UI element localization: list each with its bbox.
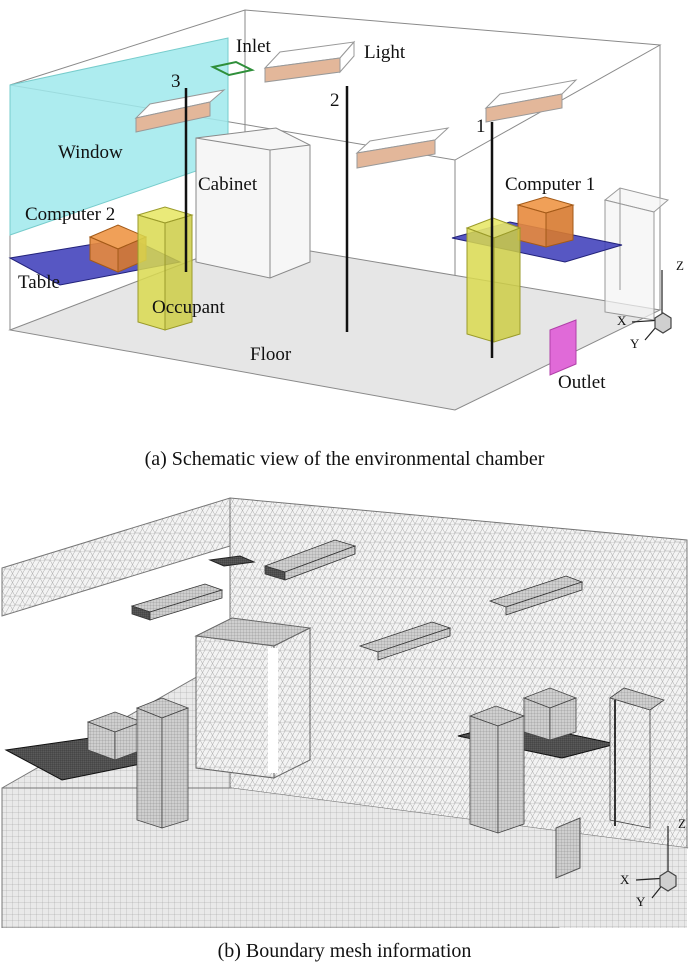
measurement-poles [184, 86, 494, 358]
label-occupant: Occupant [152, 297, 226, 318]
label-table: Table [18, 272, 60, 293]
outlet-vent [549, 319, 577, 376]
label-pole-2: 2 [330, 90, 340, 111]
partition-box [603, 187, 670, 321]
mesh-axis-x-label: X [620, 872, 630, 887]
label-window: Window [58, 142, 123, 163]
axis-y-label: Y [630, 336, 640, 351]
label-pole-3: 3 [171, 71, 181, 92]
label-computer-2: Computer 2 [25, 204, 115, 225]
axis-triad [631, 270, 672, 341]
label-inlet: Inlet [236, 36, 272, 57]
inlet-vent [210, 60, 255, 77]
mesh-computer-1 [522, 687, 578, 741]
cabinet-box [195, 127, 311, 279]
mesh-occupant-2 [135, 697, 190, 829]
mesh-partition [609, 687, 665, 829]
label-computer-1: Computer 1 [505, 174, 595, 195]
mesh-axis-triad [635, 826, 677, 899]
mesh-lights [130, 539, 584, 661]
axis-x-label: X [617, 313, 627, 328]
label-cabinet: Cabinet [198, 174, 258, 195]
light-1 [263, 40, 356, 83]
mesh-computer-2 [86, 711, 144, 761]
label-outlet: Outlet [558, 372, 606, 393]
light-3 [355, 127, 450, 169]
computer-1-box [516, 196, 575, 248]
mesh-figure: Z X Y [0, 488, 689, 929]
mesh-left-wall-top [1, 497, 231, 617]
light-4 [484, 79, 578, 123]
label-floor: Floor [250, 344, 292, 365]
mesh-axis-z-label: Z [678, 816, 686, 831]
mesh-floor-near [230, 788, 687, 928]
mesh-svg: Z X Y [1, 497, 689, 929]
caption-b: (b) Boundary mesh information [217, 940, 472, 962]
mesh-occupant-1 [468, 705, 526, 834]
label-pole-1: 1 [476, 116, 486, 137]
mesh-inlet [208, 555, 256, 567]
mesh-cabinet [194, 617, 312, 779]
mesh-axis-y-label: Y [636, 894, 646, 909]
light-fixtures [134, 40, 578, 169]
caption-a: (a) Schematic view of the environmental … [144, 448, 545, 470]
schematic-figure: Z X Y Inlet Light Window Cabinet Compute… [0, 0, 689, 420]
axis-z-label: Z [676, 258, 684, 273]
schematic-svg: Z X Y Inlet Light Window Cabinet Compute… [8, 9, 684, 411]
computer-2-box [88, 224, 148, 273]
mesh-outlet [555, 817, 581, 879]
occupant-1-box [465, 217, 522, 343]
label-light: Light [364, 42, 406, 63]
